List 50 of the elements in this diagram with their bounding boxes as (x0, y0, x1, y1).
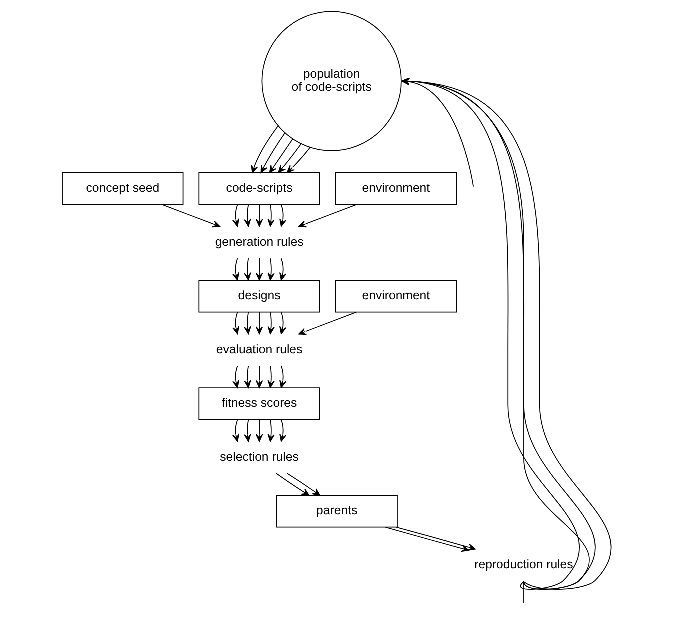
arrow (267, 312, 274, 335)
arrow (232, 312, 240, 335)
connector (523, 581, 524, 604)
arrow (260, 132, 285, 174)
arrow (286, 473, 320, 496)
arrow (267, 204, 274, 227)
arrow (401, 78, 474, 188)
arrow (268, 138, 293, 174)
arrow (232, 258, 240, 281)
arrow (278, 144, 302, 174)
node-text: generation rules (214, 234, 304, 249)
arrow (232, 366, 240, 388)
node-text: reproduction rules (474, 558, 573, 572)
arrow (244, 204, 251, 227)
arrow (244, 366, 251, 388)
arrow (244, 258, 251, 281)
arrow (255, 258, 263, 281)
arrow (255, 204, 263, 227)
arrow (244, 312, 251, 335)
arrow (232, 419, 240, 442)
node-text: selection rules (220, 450, 298, 464)
node-box: fitness scores (198, 388, 320, 420)
arrow (276, 473, 310, 496)
node-text: evaluation rules (216, 342, 302, 356)
arrow (250, 126, 278, 174)
arrow (279, 204, 286, 227)
arrow (255, 312, 263, 335)
arrow (255, 366, 263, 388)
arrow (396, 526, 476, 551)
arrow (161, 204, 220, 228)
arrow (267, 419, 274, 442)
node-circle: population of code-scripts (261, 11, 402, 152)
node-box: concept seed (62, 172, 184, 206)
node-box: parents (276, 495, 398, 528)
node-box: environment (334, 172, 456, 206)
arrow (279, 258, 286, 281)
node-box: code-scripts (198, 172, 320, 206)
arrow (298, 312, 357, 336)
arrow (279, 366, 286, 388)
arrow (267, 258, 274, 281)
arrow (298, 204, 357, 228)
arrow (286, 147, 310, 174)
arrow (244, 419, 251, 442)
arrow (232, 204, 240, 227)
arrow (255, 419, 263, 442)
arrow (279, 312, 286, 335)
arrow (279, 419, 286, 442)
node-box: environment (334, 280, 456, 313)
node-box: designs (198, 280, 320, 313)
arrow (267, 366, 274, 388)
